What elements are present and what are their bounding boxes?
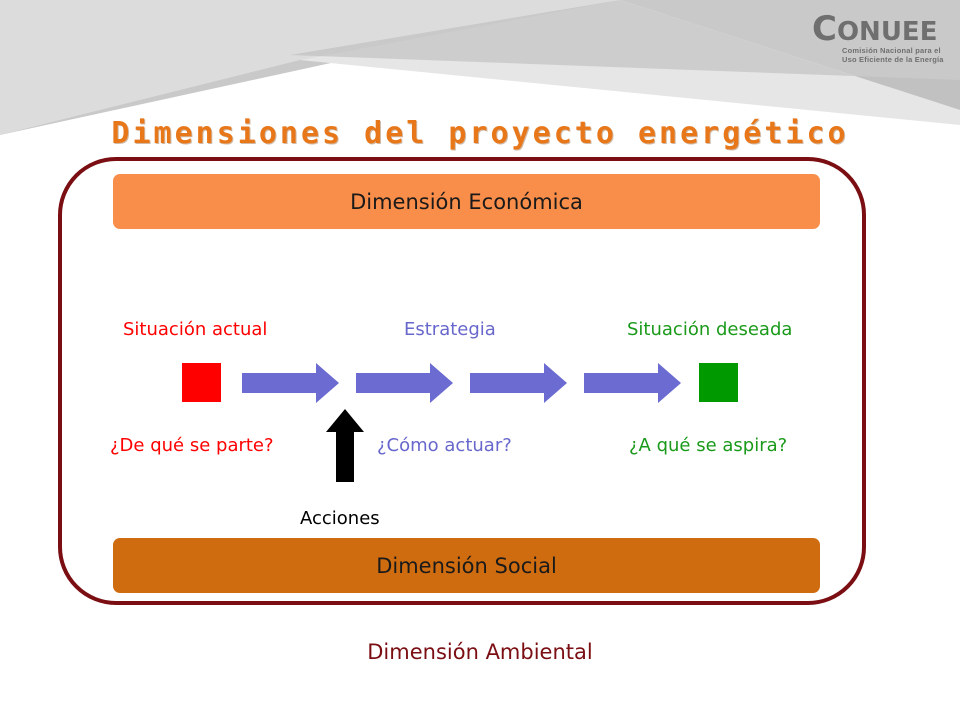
- question-como-actuar: ¿Cómo actuar?: [377, 435, 512, 456]
- question-a-que-se-aspira: ¿A qué se aspira?: [629, 435, 788, 456]
- band-social-label: Dimensión Social: [376, 553, 557, 578]
- question-de-que-se-parte: ¿De qué se parte?: [110, 435, 274, 456]
- label-acciones: Acciones: [300, 508, 380, 529]
- header-background: [0, 0, 960, 135]
- logo-tagline-1: Comisión Nacional para el: [842, 46, 941, 55]
- logo-tagline-2: Uso Eficiente de la Energía: [842, 55, 944, 64]
- label-situacion-deseada: Situación deseada: [627, 319, 793, 340]
- label-situacion-actual: Situación actual: [123, 319, 268, 340]
- current-situation-square: [182, 363, 221, 402]
- band-social-dimension: Dimensión Social: [113, 538, 820, 593]
- desired-situation-square: [699, 363, 738, 402]
- conuee-logo: CONUEE Comisión Nacional para el Uso Efi…: [812, 9, 952, 64]
- label-dimension-ambiental: Dimensión Ambiental: [367, 640, 593, 664]
- logo-wordmark: CONUEE: [812, 9, 938, 49]
- band-economic-label: Dimensión Económica: [350, 189, 583, 214]
- project-frame: [58, 157, 866, 605]
- label-estrategia: Estrategia: [404, 319, 496, 340]
- page-title: Dimensiones del proyecto energético: [111, 116, 849, 151]
- band-economic-dimension: Dimensión Económica: [113, 174, 820, 229]
